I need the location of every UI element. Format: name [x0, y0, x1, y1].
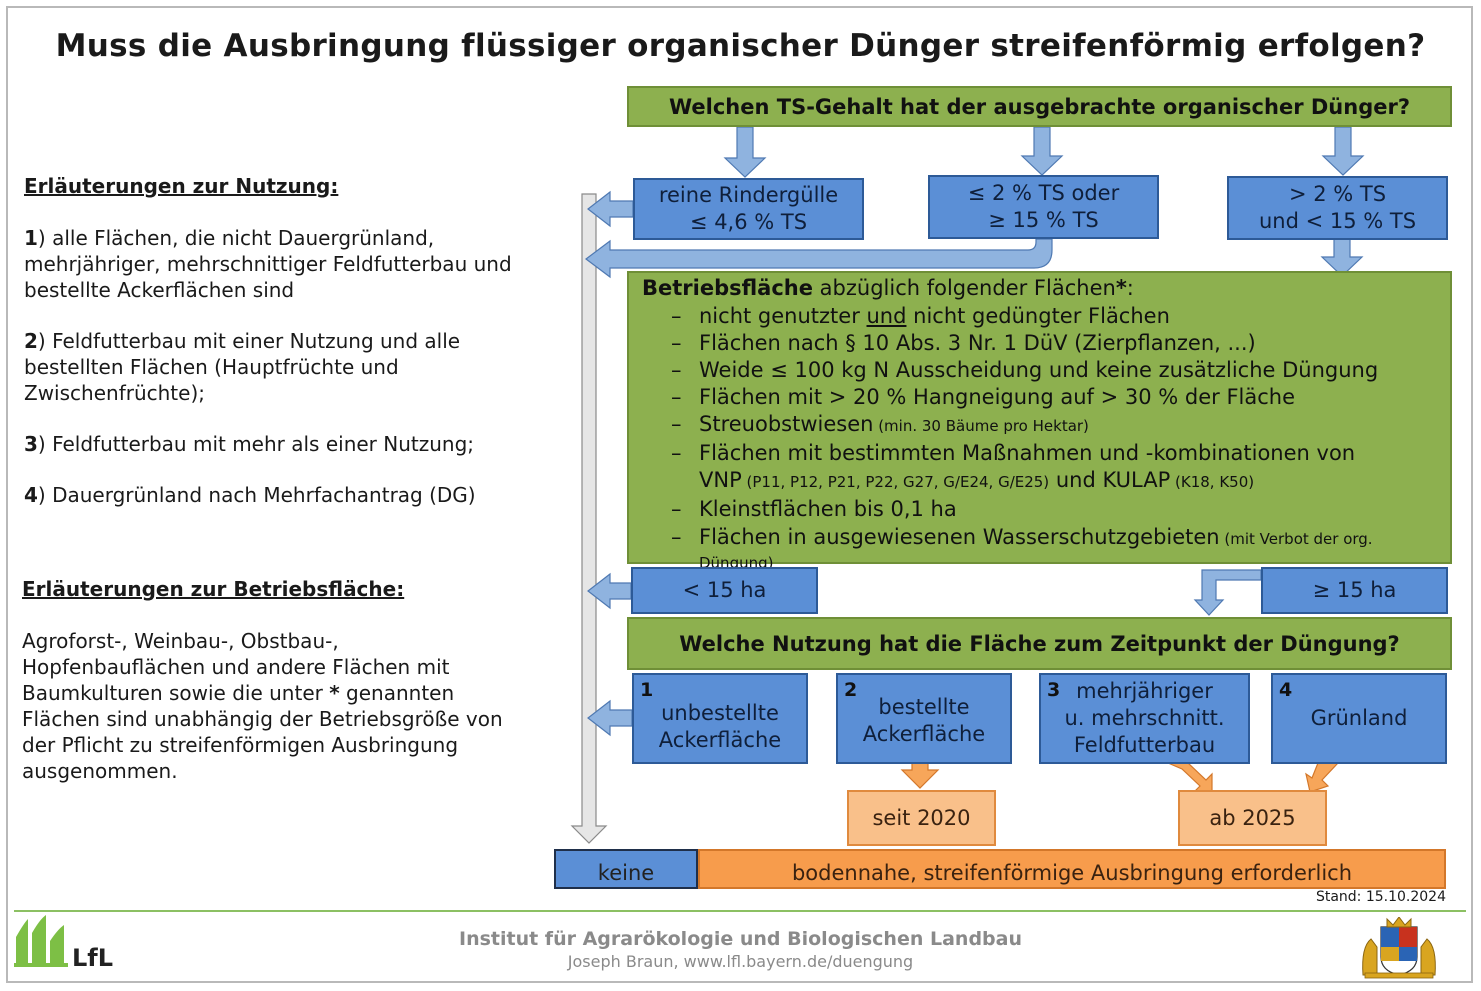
- lfl-logo-text: LfL: [72, 944, 114, 972]
- bent-arrow-large: [1193, 569, 1262, 616]
- left-arrow-usage1: [587, 699, 633, 737]
- exclusion-item: Weide ≤ 100 kg N Ausscheidung und keine …: [671, 357, 1439, 384]
- betriebsflaeche-heading: Betriebsfläche abzüglich folgender Fläch…: [642, 276, 1134, 300]
- usage-note-1: 1) alle Flächen, die nicht Dauergrünland…: [24, 226, 512, 302]
- exclusion-list: nicht genutzter und nicht gedüngter Fläc…: [671, 303, 1439, 574]
- betriebsflaeche-box: Betriebsfläche abzüglich folgender Fläch…: [627, 271, 1452, 572]
- left-arrow-rind: [587, 190, 634, 228]
- down-arrow-betrieb: [1320, 238, 1364, 277]
- option-rindergulle: reine Rindergülle≤ 4,6 % TS: [633, 178, 864, 240]
- down-arrow-a: [723, 126, 767, 178]
- usage-note-3: 3) Feldfutterbau mit mehr als einer Nutz…: [24, 432, 475, 456]
- bavaria-coat-of-arms-icon: [1362, 917, 1436, 979]
- main-down-arrow: [570, 193, 608, 844]
- from-2025-box: ab 2025: [1178, 790, 1327, 846]
- area-notes-heading: Erläuterungen zur Betriebsfläche:: [22, 577, 405, 601]
- size-small-box: < 15 ha: [631, 567, 818, 614]
- question-usage: Welche Nutzung hat die Fläche zum Zeitpu…: [627, 617, 1452, 670]
- result-required: bodennahe, streifenförmige Ausbringung e…: [698, 849, 1446, 889]
- exclusion-item: Flächen mit bestimmten Maßnahmen und -ko…: [671, 440, 1439, 496]
- usage-note-2: 2) Feldfutterbau mit einer Nutzung und a…: [24, 329, 461, 405]
- footer-divider: [14, 910, 1466, 912]
- down-arrow-c: [1321, 126, 1365, 176]
- lfl-leaf-icon: [14, 915, 68, 967]
- date-stamp: Stand: 15.10.2024: [1315, 889, 1446, 905]
- exclusion-item: Flächen mit > 20 % Hangneigung auf > 30 …: [671, 384, 1439, 411]
- page-title: Muss die Ausbringung flüssiger organisch…: [55, 28, 1426, 64]
- exclusion-item: Flächen nach § 10 Abs. 3 Nr. 1 DüV (Zier…: [671, 330, 1439, 357]
- usage-note-4: 4) Dauergrünland nach Mehrfachantrag (DG…: [24, 483, 476, 507]
- exclusion-item: Streuobstwiesen (min. 30 Bäume pro Hekta…: [671, 411, 1439, 440]
- exclusion-item: nicht genutzter und nicht gedüngter Fläc…: [671, 303, 1439, 330]
- orange-arrow-4: [1305, 762, 1340, 793]
- question-ts-content: Welchen TS-Gehalt hat der ausgebrachte o…: [627, 86, 1452, 127]
- usage-notes-heading: Erläuterungen zur Nutzung:: [24, 174, 339, 198]
- size-large-box: ≥ 15 ha: [1261, 567, 1448, 614]
- result-none: keine: [554, 849, 698, 889]
- exclusion-item: Kleinstflächen bis 0,1 ha: [671, 496, 1439, 523]
- orange-arrow-2: [900, 762, 940, 789]
- left-arrow-small: [587, 572, 632, 610]
- curved-arrow-ts: [585, 238, 1053, 279]
- option-ts-low-high: ≤ 2 % TS oder≥ 15 % TS: [928, 175, 1159, 239]
- since-2020-box: seit 2020: [847, 790, 996, 846]
- orange-arrow-3: [1167, 762, 1213, 793]
- down-arrow-b: [1020, 126, 1064, 176]
- exclusion-item: Flächen in ausgewiesenen Wasserschutzgeb…: [671, 523, 1439, 574]
- author-link: Joseph Braun, www.lfl.bayern.de/duengung: [567, 952, 914, 971]
- area-note-text: Agroforst-, Weinbau-, Obstbau-, Hopfenba…: [22, 629, 503, 783]
- institute-name: Institut für Agrarökologie und Biologisc…: [459, 928, 1022, 950]
